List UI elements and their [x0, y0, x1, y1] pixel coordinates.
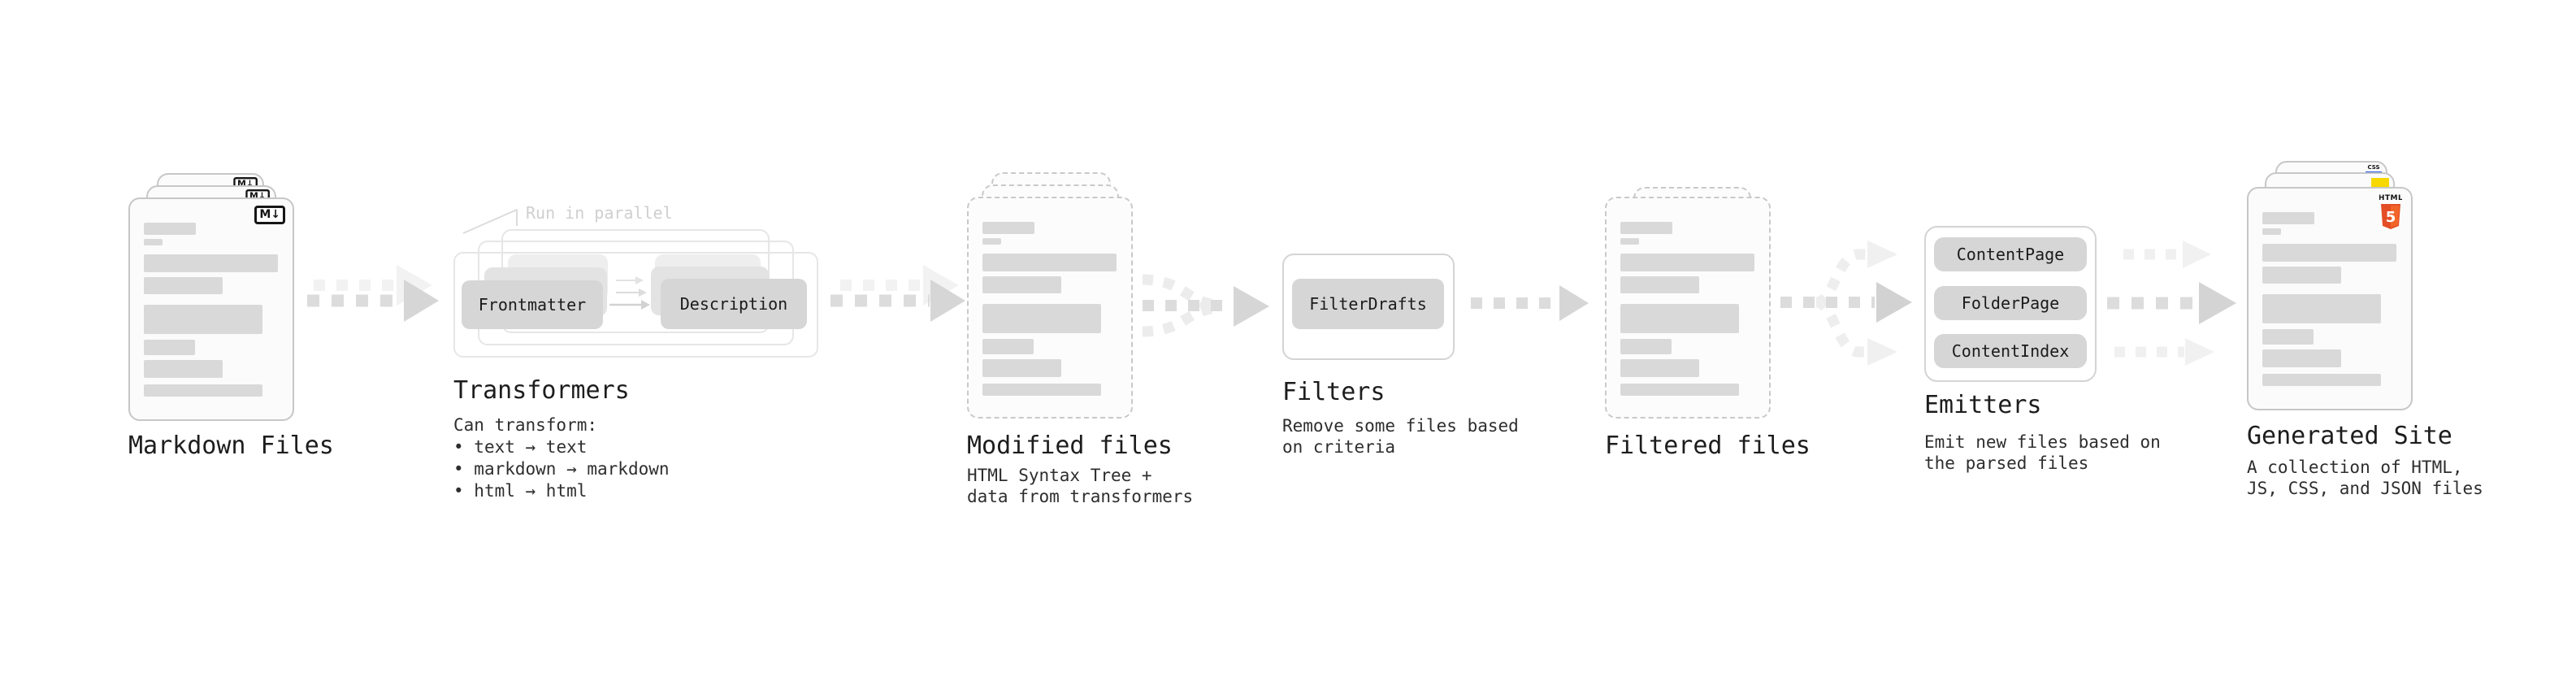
transform-bullet: text → text [453, 436, 670, 458]
generated-site-label: Generated Site [2247, 422, 2452, 450]
filtered-files-label: Filtered files [1605, 432, 1811, 460]
can-transform-title: Can transform: [453, 415, 598, 435]
markdown-file-card-front: M↓ [128, 197, 294, 421]
arrow-markdown-to-transformers [307, 265, 439, 322]
emitters-label: Emitters [1924, 391, 2042, 419]
file-content-placeholder [1607, 222, 1769, 396]
markdown-icon: M↓ [254, 206, 285, 224]
transformers-notes: Can transform: text → text markdown → ma… [453, 414, 670, 502]
svg-text:HTML: HTML [2379, 194, 2402, 202]
transformers-label: Transformers [453, 376, 630, 405]
file-content-placeholder [2249, 212, 2411, 386]
css-icon-label: CSS [2367, 164, 2380, 171]
js-icon [2371, 178, 2389, 189]
markdown-files-label: Markdown Files [128, 432, 334, 460]
generated-site-description: A collection of HTML, JS, CSS, and JSON … [2247, 458, 2483, 498]
arrow-modified-to-filters [1142, 274, 1269, 337]
filters-description: Remove some files based on criteria [1282, 416, 1519, 457]
annotation-leader-line [462, 209, 518, 234]
contentindex-pill: ContentIndex [1934, 334, 2087, 368]
run-in-parallel-annotation: Run in parallel [526, 203, 673, 223]
description-pill: Description [661, 279, 807, 329]
modified-files-label: Modified files [967, 432, 1173, 460]
transform-bullet: markdown → markdown [453, 458, 669, 480]
arrow-filtered-to-emitters [1780, 241, 1912, 366]
transform-bullet: html → html [453, 480, 670, 502]
frontmatter-pill: Frontmatter [462, 280, 603, 329]
html5-icon: HTML 5 [2379, 194, 2402, 229]
file-content-placeholder [969, 222, 1131, 396]
arrow-emitters-to-site [2107, 241, 2236, 366]
folderpage-pill: FolderPage [1934, 286, 2087, 320]
transformer-box-front [453, 252, 818, 358]
parallel-mini-arrows [609, 276, 650, 310]
modified-file-card-front [967, 197, 1133, 419]
modified-files-description: HTML Syntax Tree + data from transformer… [967, 466, 1194, 506]
arrow-filters-to-filtered [1471, 285, 1589, 321]
file-content-placeholder [130, 223, 293, 397]
site-file-card-html: HTML 5 [2247, 187, 2413, 410]
filterdrafts-pill: FilterDrafts [1292, 279, 1444, 329]
emitters-description: Emit new files based on the parsed files [1924, 432, 2161, 473]
contentpage-pill: ContentPage [1934, 237, 2087, 271]
arrow-transformers-to-modified [830, 265, 965, 322]
svg-text:5: 5 [2386, 209, 2396, 226]
filtered-file-card-front [1605, 197, 1771, 419]
filters-label: Filters [1282, 378, 1386, 406]
